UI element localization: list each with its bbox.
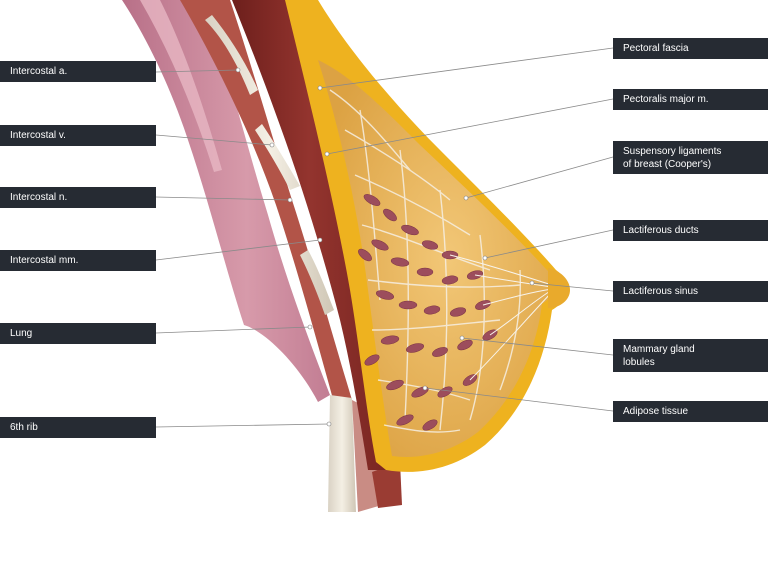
- label-mammary-gland-lobules[interactable]: Mammary gland lobules: [613, 339, 768, 372]
- lung-highlight: [140, 0, 222, 172]
- label-text: Intercostal a.: [10, 66, 68, 77]
- label-lung[interactable]: Lung: [0, 323, 156, 344]
- label-intercostal-artery[interactable]: Intercostal a.: [0, 61, 156, 82]
- label-lactiferous-ducts[interactable]: Lactiferous ducts: [613, 220, 768, 241]
- adipose-tissue-body: [318, 60, 555, 457]
- label-text: Lung: [10, 328, 33, 339]
- nipple: [548, 268, 570, 308]
- label-intercostal-nerve[interactable]: Intercostal n.: [0, 187, 156, 208]
- label-text-line2: lobules: [623, 356, 655, 368]
- label-text: Adipose tissue: [623, 406, 689, 417]
- label-suspensory-ligaments[interactable]: Suspensory ligaments of breast (Cooper's…: [613, 141, 768, 174]
- label-text-line2: of breast (Cooper's): [623, 158, 712, 170]
- sixth-rib-bone: [328, 395, 356, 512]
- inferior-wall: [372, 462, 402, 508]
- label-intercostal-muscles[interactable]: Intercostal mm.: [0, 250, 156, 271]
- label-text: Intercostal v.: [10, 130, 66, 141]
- leader-lines: [155, 47, 614, 428]
- label-sixth-rib[interactable]: 6th rib: [0, 417, 156, 438]
- label-lactiferous-sinus[interactable]: Lactiferous sinus: [613, 281, 768, 302]
- label-text: Intercostal n.: [10, 192, 68, 203]
- label-text-line1: Suspensory ligaments: [623, 145, 722, 157]
- label-text: Pectoralis major m.: [623, 94, 709, 105]
- label-text: Lactiferous ducts: [623, 225, 699, 236]
- label-text: 6th rib: [10, 422, 38, 433]
- lung-shape: [122, 0, 330, 402]
- label-pectoralis-major[interactable]: Pectoralis major m.: [613, 89, 768, 110]
- label-text: Pectoral fascia: [623, 43, 689, 54]
- rib-segments: [205, 15, 334, 315]
- label-text: Lactiferous sinus: [623, 286, 699, 297]
- label-intercostal-vein[interactable]: Intercostal v.: [0, 125, 156, 146]
- label-anchor-dots: [235, 67, 535, 427]
- intercostal-muscle-band: [180, 0, 352, 410]
- label-text: Intercostal mm.: [10, 255, 79, 266]
- label-adipose-tissue[interactable]: Adipose tissue: [613, 401, 768, 422]
- pectoralis-major-muscle: [232, 0, 386, 470]
- label-text-line1: Mammary gland: [623, 343, 695, 355]
- lactiferous-duct-lines: [449, 254, 553, 381]
- label-pectoral-fascia[interactable]: Pectoral fascia: [613, 38, 768, 59]
